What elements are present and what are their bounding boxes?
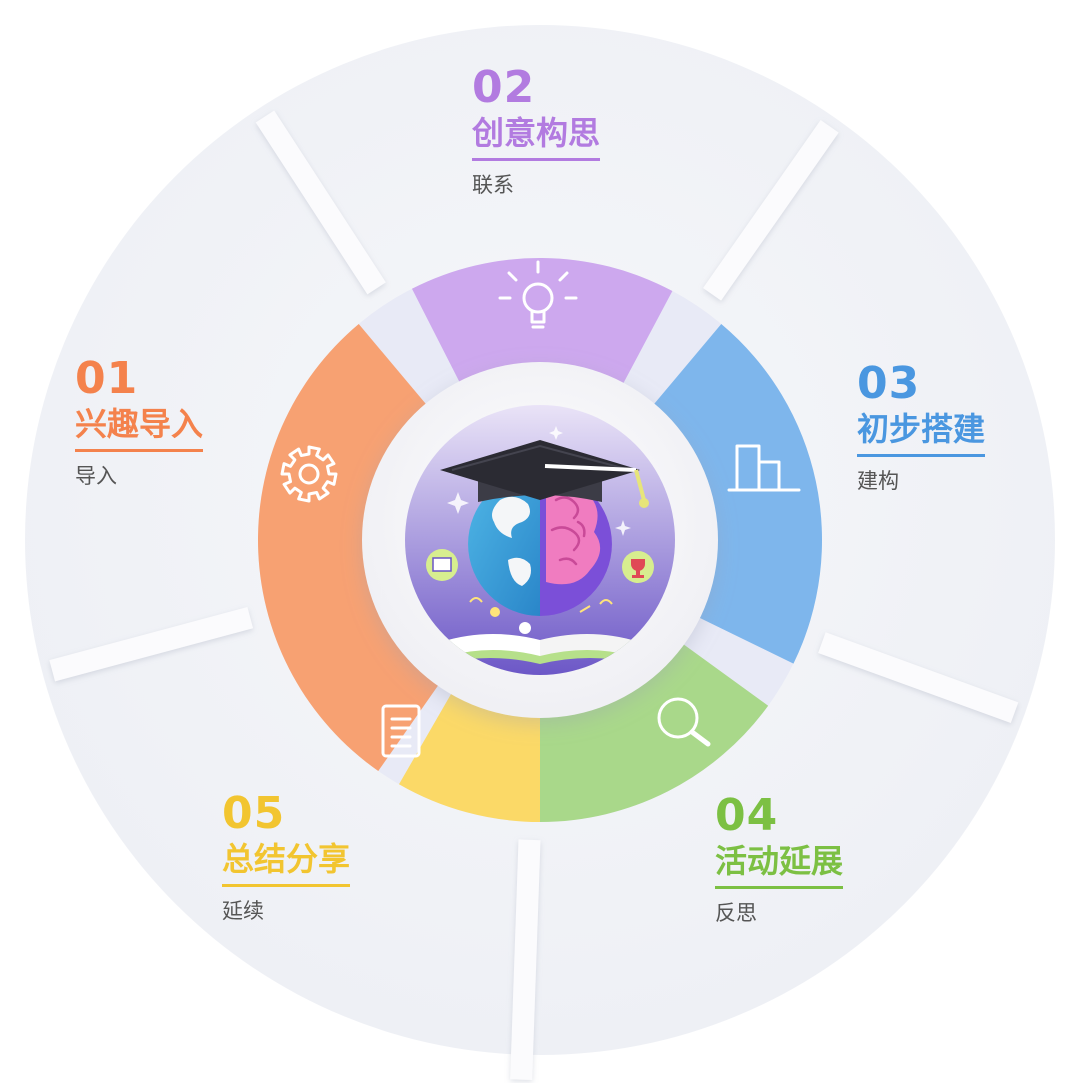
step-title: 初步搭建: [857, 410, 986, 457]
step-label-03: 03 初步搭建 建构: [857, 358, 986, 493]
ring-segment-04: [540, 643, 769, 822]
step-subtitle: 导入: [75, 464, 117, 488]
step-label-02: 02 创意构思 联系: [472, 62, 601, 197]
step-number: 04: [715, 790, 779, 841]
lightbulb-icon: [498, 260, 578, 329]
gear-icon: [280, 445, 338, 503]
education-illustration: [405, 405, 675, 675]
divider-bars: [49, 110, 1019, 1081]
ring-segment-01: [257, 323, 440, 772]
divider-bar: [510, 839, 541, 1081]
segment-icons: [280, 260, 801, 758]
step-title: 兴趣导入: [75, 405, 204, 452]
step-label-01: 01 兴趣导入 导入: [75, 353, 204, 488]
building-icon: [727, 444, 801, 492]
step-title: 总结分享: [222, 840, 351, 887]
step-subtitle: 联系: [472, 173, 514, 197]
magnifier-icon: [657, 697, 711, 747]
step-number: 01: [75, 353, 139, 404]
ring-segment-05: [399, 692, 540, 822]
step-title: 活动延展: [715, 842, 844, 889]
divider-bar: [255, 110, 386, 295]
step-subtitle: 延续: [222, 899, 264, 923]
step-number: 02: [472, 62, 536, 113]
step-subtitle: 建构: [857, 469, 899, 493]
step-subtitle: 反思: [715, 901, 757, 925]
divider-bar: [818, 632, 1019, 724]
step-label-05: 05 总结分享 延续: [222, 788, 351, 923]
ring-segments: [257, 258, 822, 822]
ring-segment-03: [653, 323, 822, 664]
step-label-04: 04 活动延展 反思: [715, 790, 844, 925]
graduation-cap-icon: [440, 440, 649, 508]
divider-bar: [49, 607, 254, 682]
divider-bar: [703, 120, 839, 301]
step-number: 05: [222, 788, 286, 839]
document-icon: [381, 704, 421, 758]
step-title: 创意构思: [472, 114, 601, 161]
step-number: 03: [857, 358, 921, 409]
